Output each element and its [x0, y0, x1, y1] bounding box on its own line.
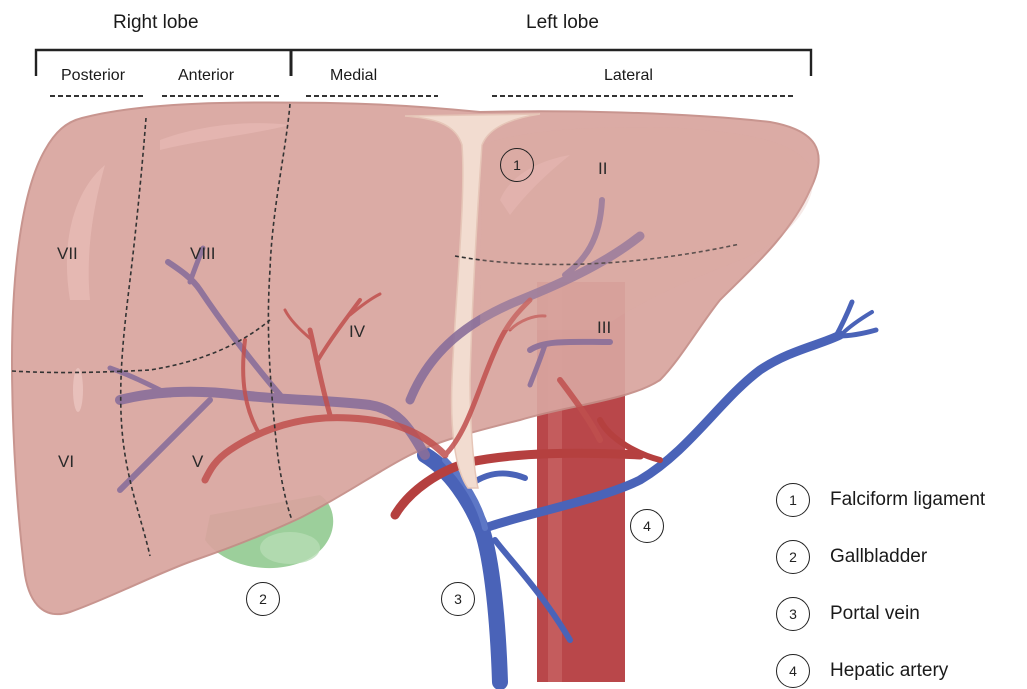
segment-V-label: V: [192, 452, 203, 472]
segment-III-label: III: [597, 318, 611, 338]
legend-number-1: 1: [776, 483, 810, 517]
gallbladder-highlight: [260, 532, 320, 564]
segment-II-label: II: [598, 159, 607, 179]
portal-vein-trunk: [425, 455, 500, 682]
medial-label: Medial: [330, 67, 377, 85]
legend-label-3: Portal vein: [830, 603, 920, 625]
left-lobe-title: Left lobe: [526, 12, 599, 34]
lateral-label: Lateral: [604, 67, 653, 85]
segment-VII-label: VII: [57, 244, 78, 264]
legend-item-falciform: 1 Falciform ligament: [776, 483, 985, 517]
posterior-label: Posterior: [61, 67, 125, 85]
legend-item-portal-vein: 3 Portal vein: [776, 597, 920, 631]
right-lobe-title: Right lobe: [113, 12, 199, 34]
segment-VI-label: VI: [58, 452, 74, 472]
legend-label-1: Falciform ligament: [830, 489, 985, 511]
legend-number-3: 3: [776, 597, 810, 631]
legend-item-hepatic-artery: 4 Hepatic artery: [776, 654, 948, 688]
legend-item-gallbladder: 2 Gallbladder: [776, 540, 927, 574]
segment-IV-label: IV: [349, 322, 365, 342]
legend-number-2: 2: [776, 540, 810, 574]
marker-2-gallbladder: 2: [246, 582, 280, 616]
legend-number-4: 4: [776, 654, 810, 688]
segment-VIII-label: VIII: [190, 244, 216, 264]
liver-highlight-spot: [73, 368, 83, 412]
marker-1-falciform: 1: [500, 148, 534, 182]
marker-4-hepatic-artery: 4: [630, 509, 664, 543]
legend-label-2: Gallbladder: [830, 546, 927, 568]
legend-label-4: Hepatic artery: [830, 660, 948, 682]
marker-3-portal-vein: 3: [441, 582, 475, 616]
lobe-brackets: [36, 50, 811, 76]
portal-vein-upper: [470, 474, 525, 485]
anterior-label: Anterior: [178, 67, 234, 85]
